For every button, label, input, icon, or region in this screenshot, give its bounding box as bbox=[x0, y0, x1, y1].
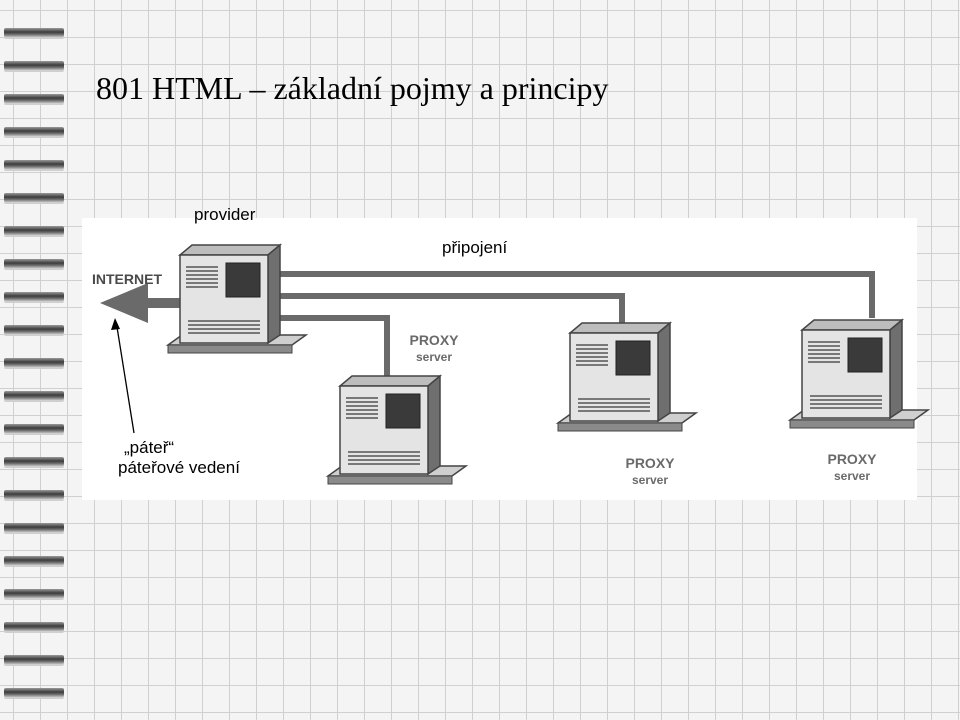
binding-ring bbox=[4, 556, 64, 565]
proxy-label-line1: PROXY bbox=[409, 332, 459, 348]
binding-ring bbox=[4, 391, 64, 400]
proxy-server bbox=[789, 319, 929, 429]
binding-ring bbox=[4, 688, 64, 697]
provider-label: provider bbox=[194, 205, 256, 224]
connection-line bbox=[280, 271, 875, 318]
binding-ring bbox=[4, 94, 64, 103]
backbone-label: „páteř“ bbox=[124, 438, 175, 457]
proxy-server bbox=[327, 375, 467, 485]
proxy-label-line2: server bbox=[416, 350, 452, 364]
backbone-line-label: páteřové vedení bbox=[118, 458, 240, 477]
spiral-binding bbox=[0, 0, 70, 720]
binding-ring bbox=[4, 292, 64, 301]
connection-line bbox=[280, 315, 390, 376]
internet-label: INTERNET bbox=[92, 271, 162, 287]
proxy-label-line2: server bbox=[834, 469, 870, 483]
binding-ring bbox=[4, 655, 64, 664]
binding-ring bbox=[4, 127, 64, 136]
connection-line bbox=[280, 293, 625, 324]
binding-ring bbox=[4, 490, 64, 499]
binding-ring bbox=[4, 622, 64, 631]
binding-ring bbox=[4, 61, 64, 70]
binding-ring bbox=[4, 589, 64, 598]
connection-label: připojení bbox=[442, 238, 508, 257]
binding-ring bbox=[4, 28, 64, 37]
binding-ring bbox=[4, 424, 64, 433]
proxy-label: PROXY server bbox=[625, 455, 675, 487]
binding-ring bbox=[4, 259, 64, 268]
slide-title: 801 HTML – základní pojmy a principy bbox=[96, 70, 609, 106]
backbone-callout-arrow bbox=[111, 318, 135, 434]
proxy-label-line1: PROXY bbox=[625, 455, 675, 471]
binding-ring bbox=[4, 160, 64, 169]
proxy-label-line1: PROXY bbox=[827, 451, 877, 467]
proxy-server bbox=[557, 322, 697, 432]
internet-arrow: INTERNET bbox=[92, 271, 180, 323]
binding-ring bbox=[4, 193, 64, 202]
binding-ring bbox=[4, 325, 64, 334]
proxy-label-line2: server bbox=[632, 473, 668, 487]
proxy-label: PROXY server bbox=[827, 451, 877, 483]
binding-ring bbox=[4, 457, 64, 466]
proxy-label: PROXY server bbox=[409, 332, 459, 364]
binding-ring bbox=[4, 358, 64, 367]
connection-lines bbox=[280, 271, 875, 376]
binding-ring bbox=[4, 523, 64, 532]
binding-ring bbox=[4, 226, 64, 235]
